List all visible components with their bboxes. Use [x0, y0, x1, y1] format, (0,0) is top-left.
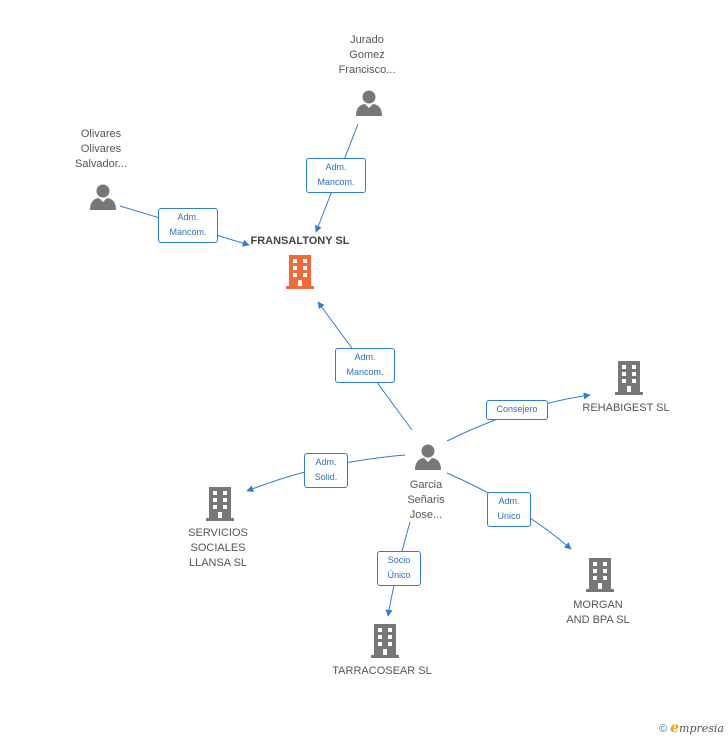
brand-logo: empresia — [670, 720, 724, 736]
building-icon — [615, 361, 643, 395]
edge-label-garcia-morgan: Adm. Unico — [487, 492, 531, 527]
person-icon — [356, 90, 382, 116]
node-label-garcia[interactable]: Garcia Señaris Jose... — [407, 479, 445, 521]
footer-brand: © empresia — [659, 720, 724, 736]
edge-label-garcia-center: Adm. Mancom. — [335, 348, 395, 383]
edge-label-garcia-rehabigest: Consejero — [486, 400, 548, 420]
copyright-icon: © — [658, 723, 668, 735]
building-icon — [286, 255, 314, 289]
node-label-rehabigest[interactable]: REHABIGEST SL — [582, 402, 670, 414]
node-label-morgan[interactable]: MORGAN AND BPA SL — [566, 599, 630, 626]
node-label-fransaltony[interactable]: FRANSALTONY SL — [250, 235, 350, 247]
person-icon — [90, 184, 116, 210]
building-icon — [586, 558, 614, 592]
person-icon — [415, 444, 441, 470]
building-icon — [371, 624, 399, 658]
edge-label-jurado-center: Adm. Mancom. — [306, 158, 366, 193]
node-label-jurado[interactable]: Jurado Gomez Francisco... — [338, 34, 396, 76]
node-label-tarracosear[interactable]: TARRACOSEAR SL — [332, 665, 432, 677]
node-label-olivares[interactable]: Olivares Olivares Salvador... — [75, 128, 127, 170]
building-icon — [206, 487, 234, 521]
edge-label-olivares-center: Adm. Mancom. — [158, 208, 218, 243]
edge-label-garcia-tarracosear: Socio Único — [377, 551, 421, 586]
node-label-servicios[interactable]: SERVICIOS SOCIALES LLANSA SL — [188, 527, 248, 569]
edge-label-garcia-servicios: Adm. Solid. — [304, 453, 348, 488]
